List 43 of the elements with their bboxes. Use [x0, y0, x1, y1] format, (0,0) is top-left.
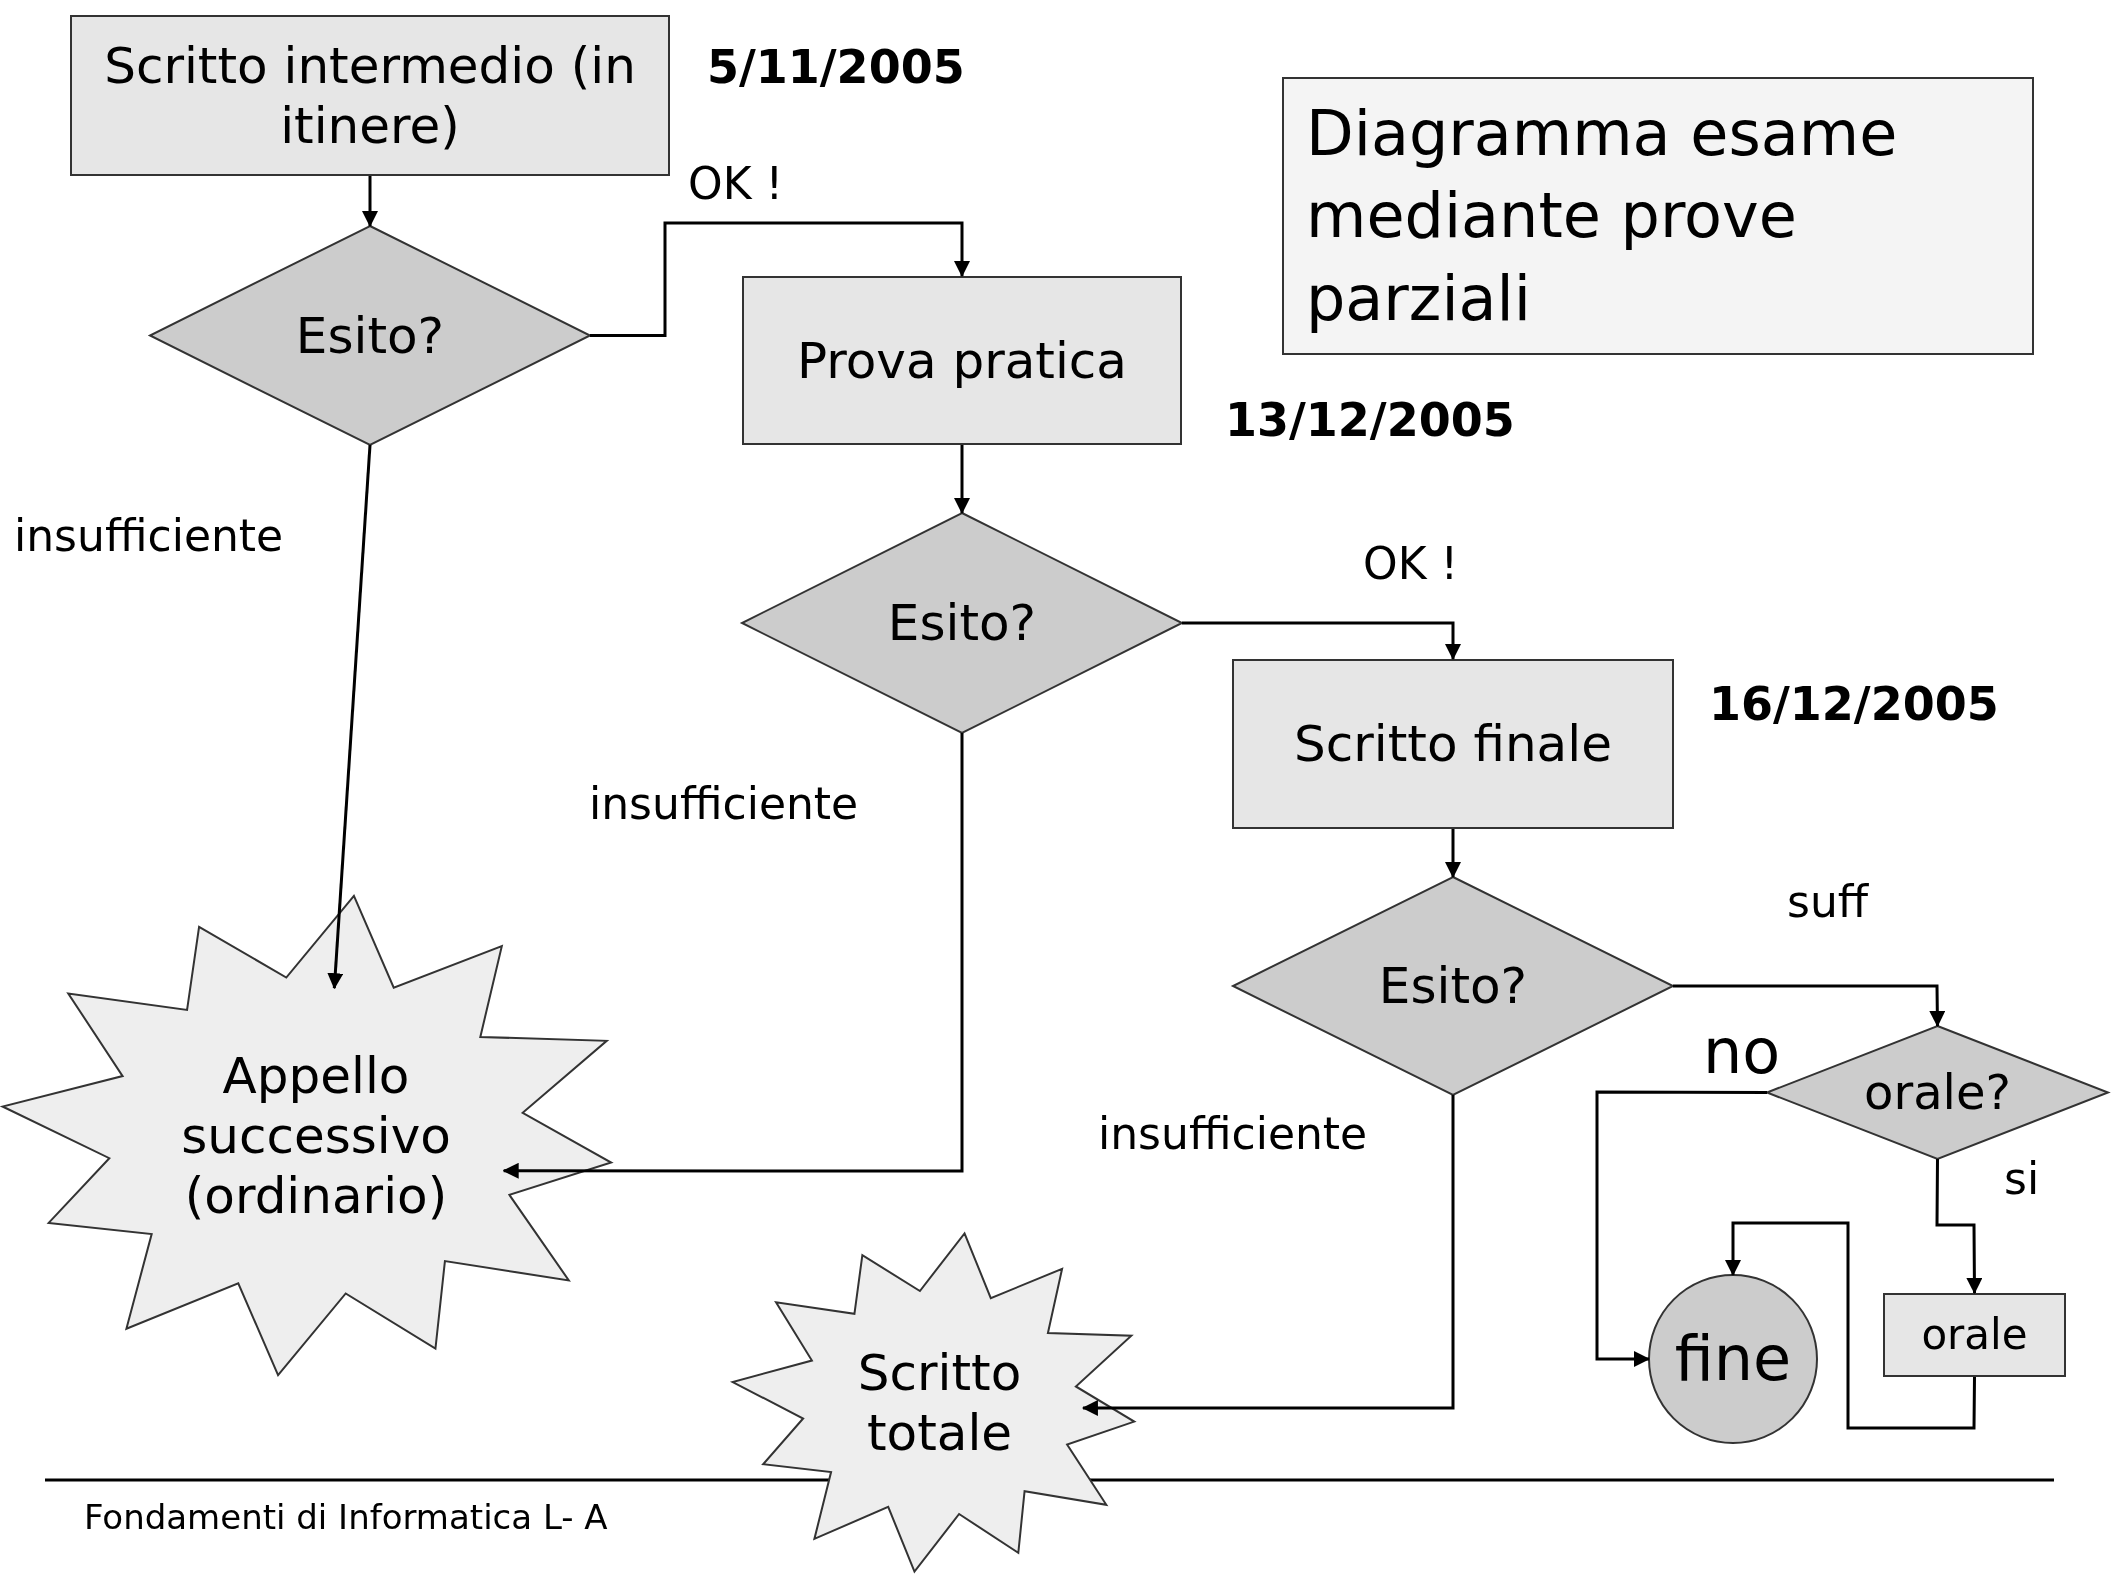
arrow	[502, 733, 964, 1179]
edge-label: suff	[1787, 876, 1869, 927]
arrow	[590, 221, 970, 337]
arrow	[1673, 984, 1946, 1027]
node-label: orale	[1921, 1309, 2028, 1361]
edge-label: si	[2004, 1153, 2040, 1204]
arrow	[327, 444, 372, 990]
decision-diamond	[150, 226, 590, 445]
process-box	[1232, 659, 1674, 829]
arrow	[362, 176, 378, 227]
process-box	[70, 15, 670, 176]
process-box	[742, 276, 1182, 445]
node-label: Scritto finale	[1294, 714, 1612, 774]
edge-label: no	[1703, 1015, 1781, 1088]
date-label: 16/12/2005	[1709, 677, 1999, 731]
terminal-circle	[1649, 1275, 1817, 1443]
arrow	[1935, 1159, 1983, 1294]
node-label: orale?	[1864, 1063, 2011, 1122]
decision-diamond	[1233, 877, 1673, 1095]
title-text: Diagramma esame mediante prove parziali	[1282, 77, 2034, 355]
edge-label: OK !	[688, 158, 784, 209]
date-label: 5/11/2005	[707, 40, 965, 94]
node-label: Esito?	[1378, 956, 1528, 1016]
node-label: Esito?	[295, 305, 445, 366]
node-label: Appello successivo (ordinario)	[180, 1045, 452, 1226]
arrow	[1182, 621, 1461, 660]
node-label: Prova pratica	[797, 330, 1127, 391]
date-label: 13/12/2005	[1225, 393, 1515, 447]
edge-label: insufficiente	[589, 778, 859, 829]
edge-label: OK !	[1363, 538, 1459, 589]
arrow	[1595, 1090, 1767, 1367]
footer-text: Fondamenti di Informatica L- A	[84, 1497, 608, 1537]
node-label: Esito?	[887, 593, 1037, 653]
edge-label: insufficiente	[14, 510, 284, 561]
arrow	[1081, 1095, 1455, 1416]
arrow	[1725, 1221, 1976, 1430]
arrow	[1445, 829, 1461, 878]
node-label: Scritto totale	[856, 1342, 1023, 1463]
arrow	[954, 445, 970, 514]
node-label: Scritto intermedio (in itinere)	[103, 35, 637, 156]
decision-diamond	[742, 513, 1182, 733]
process-box	[1883, 1293, 2066, 1377]
node-label: fine	[1674, 1321, 1792, 1397]
